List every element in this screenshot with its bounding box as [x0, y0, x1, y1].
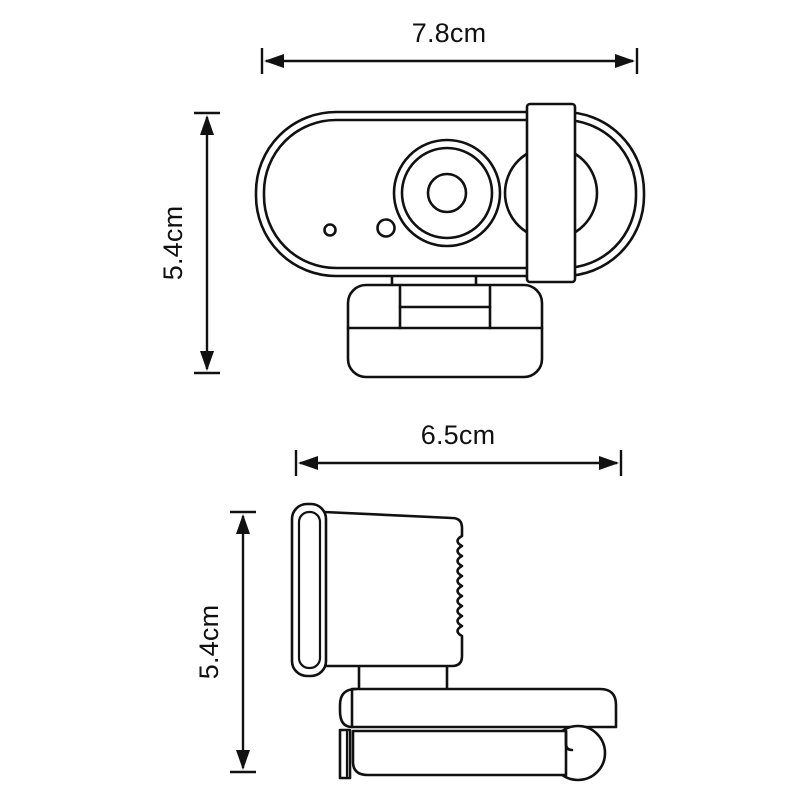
side-clip-upper-arm [350, 687, 618, 729]
front-lens [392, 138, 502, 248]
front-view-group: 7.8cm 5.4cm [158, 18, 646, 379]
side-lens-bezel-inner [297, 510, 322, 670]
front-width-label: 7.8cm [412, 18, 487, 48]
front-microphone-hole [376, 218, 396, 238]
front-mount [346, 266, 544, 379]
side-camera-body [322, 510, 464, 668]
side-height-arrowhead-bottom [236, 750, 250, 770]
front-height-arrowhead-bottom [200, 351, 214, 371]
front-lens-outer-ring [392, 138, 502, 248]
front-height-arrowhead-top [200, 115, 214, 135]
front-width-arrowhead-right [615, 54, 635, 68]
side-height-label: 5.4cm [194, 605, 224, 680]
front-width-dimension: 7.8cm [260, 18, 639, 74]
front-height-dimension: 5.4cm [158, 111, 220, 375]
side-width-arrowhead-right [599, 456, 619, 470]
side-clip-hook-notch [564, 729, 574, 752]
front-body-inner-outline [262, 118, 638, 270]
front-indicator-led [323, 223, 337, 237]
side-width-arrowhead-left [298, 456, 318, 470]
side-lens-bezel-outer [290, 502, 328, 678]
side-width-dimension: 6.5cm [294, 420, 623, 476]
side-clip-lower-arm [351, 729, 568, 777]
front-lens-inner-aperture [426, 172, 468, 214]
side-height-arrowhead-top [236, 514, 250, 534]
front-mount-base [346, 283, 544, 379]
front-height-label: 5.4cm [158, 206, 188, 281]
front-lens-middle-ring [400, 146, 494, 240]
side-view-group: 6.5cm 5.4cm [194, 420, 623, 782]
side-height-dimension: 5.4cm [194, 510, 256, 774]
side-width-label: 6.5cm [421, 420, 496, 450]
front-width-arrowhead-left [264, 54, 284, 68]
front-privacy-slider [525, 102, 577, 284]
side-clip-upper-arm-left-round [338, 687, 358, 729]
side-clip-left-bar [338, 728, 352, 780]
